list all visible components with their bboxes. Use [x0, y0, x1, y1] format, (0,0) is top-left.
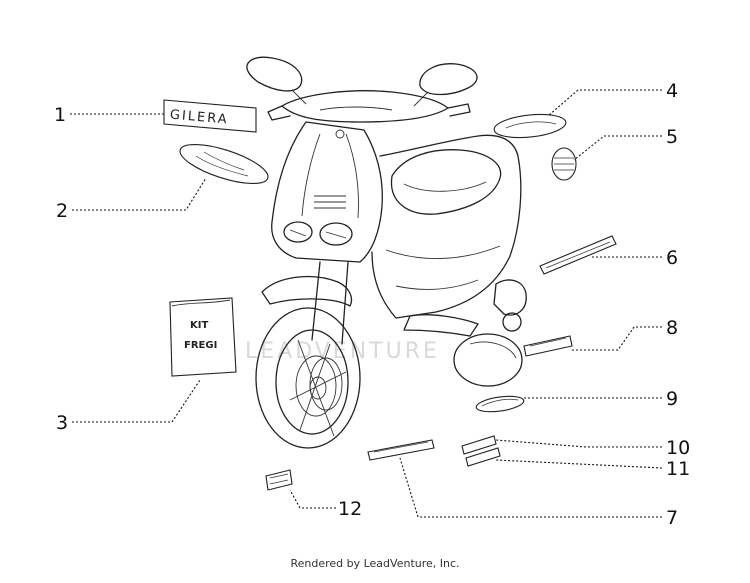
footer-credit: Rendered by LeadVenture, Inc. [290, 557, 460, 570]
decal-small-plate [523, 335, 573, 357]
scooter-illustration [246, 56, 527, 449]
decal-side-stripe-lower [367, 439, 435, 461]
decal-script-oval-right [493, 113, 567, 139]
decal-small-badge [265, 469, 293, 491]
decal-twin-plates [461, 435, 501, 467]
callout-6: 6 [666, 247, 678, 269]
svg-text:GILERA: GILERA [169, 108, 229, 128]
callout-numbers: 1 2 3 4 5 6 7 8 9 10 11 12 [54, 80, 690, 529]
callout-5: 5 [666, 126, 678, 148]
leader-lines [70, 89, 663, 518]
callout-12: 12 [338, 498, 362, 520]
decal-script-small [475, 395, 525, 413]
callout-7: 7 [666, 507, 678, 529]
decal-kit-fregi-bag: KIT FREGI [169, 297, 237, 377]
callout-4: 4 [666, 80, 678, 102]
callout-11: 11 [666, 458, 690, 480]
callout-10: 10 [666, 437, 690, 459]
decal-side-stripe-upper [539, 235, 617, 275]
svg-text:FREGI: FREGI [184, 340, 217, 351]
decal-gilera-logo: GILERA [163, 99, 257, 133]
decal-round-badge [551, 147, 577, 181]
callout-2: 2 [56, 200, 68, 222]
callout-3: 3 [56, 412, 68, 434]
callout-1: 1 [54, 104, 66, 126]
callout-8: 8 [666, 317, 678, 339]
svg-text:KIT: KIT [190, 320, 208, 331]
decal-script-oval-left [179, 143, 269, 185]
callout-9: 9 [666, 388, 678, 410]
